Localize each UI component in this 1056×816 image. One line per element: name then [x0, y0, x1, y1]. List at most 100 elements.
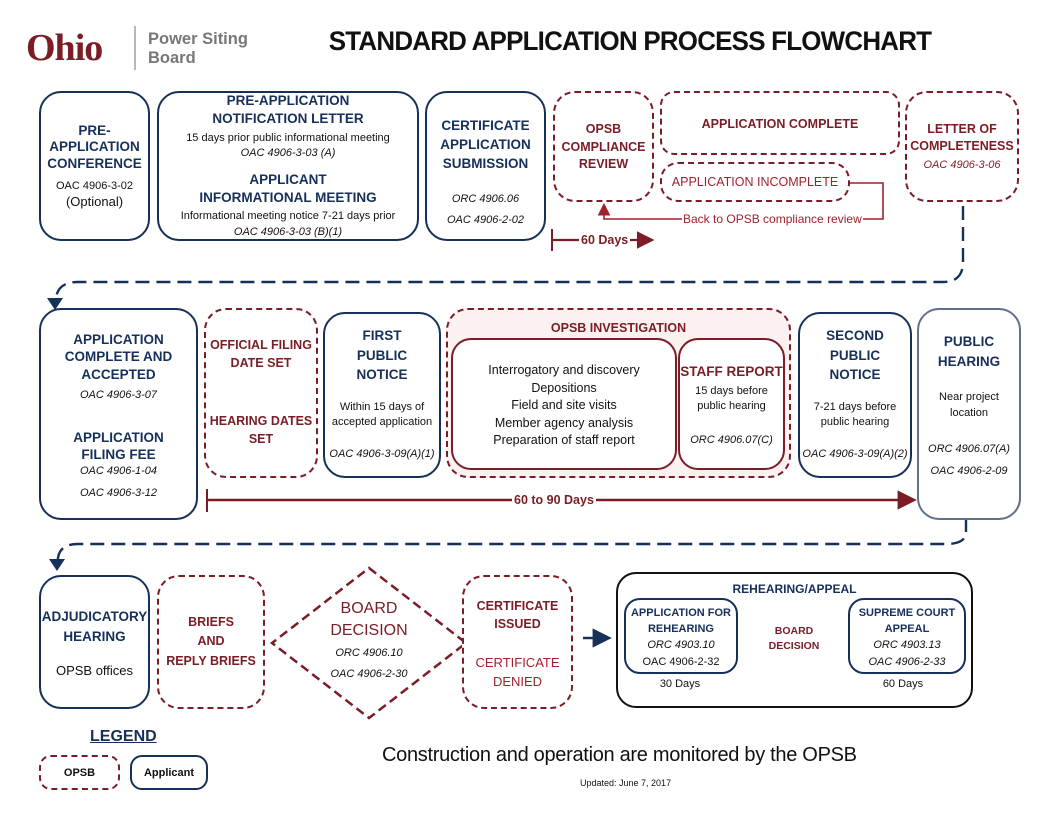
accepted-line3: ACCEPTED	[81, 366, 156, 382]
rehearing-board-line2: DECISION	[768, 640, 820, 653]
staff-report-title: STAFF REPORT	[680, 364, 783, 379]
pre-app-conf-line3: CONFERENCE	[47, 155, 142, 171]
board-decision-line2: DECISION	[330, 621, 408, 639]
compliance-line2: COMPLIANCE	[561, 139, 646, 154]
supreme-line1: SUPREME COURT	[858, 607, 956, 619]
board-decision-line1: BOARD	[340, 600, 398, 617]
app-rehearing-line2: REHEARING	[647, 622, 714, 635]
staff-report-code: ORC 4906.07(C)	[690, 434, 773, 446]
certificate-submission-box: CERTIFICATE APPLICATION SUBMISSION ORC 4…	[425, 91, 546, 241]
certificate-box: CERTIFICATE ISSUED CERTIFICATE DENIED	[462, 575, 573, 709]
certificate-issued-line2: ISSUED	[494, 617, 541, 632]
second-notice-note2: public hearing	[820, 416, 890, 429]
accepted-code1: OAC 4906-3-07	[79, 389, 158, 401]
letter-of-completeness-box: LETTER OF COMPLETENESS OAC 4906-3-06	[905, 91, 1019, 202]
second-notice-note1: 7-21 days before	[813, 401, 897, 413]
legend-opsb-box: OPSB	[39, 755, 120, 790]
rehearing-board-decision: BOARD DECISION	[754, 624, 834, 654]
legend-applicant-label: Applicant	[143, 767, 195, 779]
notification-line2: NOTIFICATION LETTER	[212, 111, 364, 127]
letter-line1: LETTER OF	[927, 122, 997, 136]
hearing-dates-line2: SET	[248, 432, 274, 447]
days60to90-label: 60 to 90 Days	[512, 493, 596, 507]
accepted-line2: COMPLETE AND	[64, 349, 173, 365]
adjudicatory-line2: HEARING	[63, 628, 126, 644]
app-rehearing-code2: OAC 4906-2-32	[642, 656, 720, 668]
pre-app-conf-code: OAC 4906-3-02	[55, 180, 134, 192]
application-for-rehearing-box: APPLICATION FOR REHEARING ORC 4903.10 OA…	[624, 598, 738, 674]
investigation-title: OPSB INVESTIGATION	[550, 321, 687, 335]
briefs-box: BRIEFS AND REPLY BRIEFS	[157, 575, 265, 709]
notification-code2: OAC 4906-3-03 (B)(1)	[233, 226, 343, 238]
second-notice-line2: PUBLIC	[829, 347, 881, 363]
public-hearing-code2: OAC 4906-2-09	[930, 465, 1008, 477]
board-decision: BOARD DECISION ORC 4906.10 OAC 4906-2-30	[292, 598, 446, 681]
briefs-line3: REPLY BRIEFS	[166, 653, 256, 668]
public-hearing-line2: HEARING	[937, 353, 1001, 369]
staff-report-box: STAFF REPORT 15 days before public heari…	[678, 338, 785, 470]
legend-opsb-label: OPSB	[63, 767, 96, 779]
days30-label: 30 Days	[659, 678, 701, 690]
investigation-item-5: Preparation of staff report	[493, 433, 635, 447]
second-notice-code: OAC 4906-3-09(A)(2)	[802, 448, 908, 460]
supreme-court-appeal-box: SUPREME COURT APPEAL ORC 4903.13 OAC 490…	[848, 598, 966, 674]
staff-report-note2: public hearing	[697, 399, 766, 412]
public-hearing-note2: location	[950, 406, 988, 419]
days60-label: 60 Days	[579, 233, 631, 247]
filing-line1: OFFICIAL FILING	[210, 338, 312, 352]
application-incomplete-label: APPLICATION INCOMPLETE	[671, 175, 839, 189]
letter-code: OAC 4906-3-06	[923, 159, 1001, 171]
notification-note2: Informational meeting notice 7-21 days p…	[180, 210, 396, 222]
ohio-logo-text: Ohio	[26, 27, 103, 69]
briefs-line2: AND	[197, 634, 225, 649]
supreme-line2: APPEAL	[884, 622, 930, 635]
investigation-item-2: Depositions	[531, 380, 597, 395]
row2-row3-connector	[55, 518, 968, 565]
application-complete-box: APPLICATION COMPLETE	[660, 91, 900, 155]
days60b-label: 60 Days	[882, 678, 924, 690]
filing-fee-line1: APPLICATION	[73, 430, 164, 445]
back-loop-arrow	[597, 182, 884, 220]
adjudicatory-line1: ADJUDICATORY	[41, 609, 148, 624]
monitor-note: Construction and operation are monitored…	[382, 744, 857, 766]
certificate-denied-line2: DENIED	[492, 673, 543, 689]
adjudicatory-note: OPSB offices	[55, 663, 134, 678]
letter-line2: COMPLETENESS	[910, 139, 1014, 154]
staff-report-note1: 15 days before	[695, 385, 768, 397]
board-decision-diamond	[269, 566, 469, 720]
first-notice-line2: PUBLIC	[356, 347, 408, 363]
back-to-review-label: Back to OPSB compliance review	[682, 212, 863, 226]
filing-date-box: OFFICIAL FILING DATE SET HEARING DATES S…	[204, 308, 318, 478]
hearing-dates-line1: HEARING DATES	[209, 414, 313, 428]
legend-applicant-box: Applicant	[130, 755, 208, 790]
notification-letter-box: PRE-APPLICATION NOTIFICATION LETTER 15 d…	[157, 91, 419, 241]
filing-fee-line2: FILING FEE	[81, 447, 156, 463]
app-rehearing-line1: APPLICATION FOR	[630, 607, 731, 619]
pre-app-conf-line1: PRE-	[78, 123, 111, 138]
pre-app-conf-line2: APPLICATION	[49, 139, 140, 155]
investigation-items-box: Interrogatory and discovery Depositions …	[451, 338, 677, 470]
cert-sub-code2: OAC 4906-2-02	[446, 214, 525, 226]
notification-code1: OAC 4906-3-03 (A)	[240, 147, 336, 159]
application-complete-label: APPLICATION COMPLETE	[701, 117, 859, 131]
cert-sub-line3: SUBMISSION	[442, 155, 529, 171]
public-hearing-line1: PUBLIC	[943, 334, 995, 349]
rehearing-board-line1: BOARD	[774, 625, 814, 637]
accepted-line1: APPLICATION	[73, 332, 164, 347]
accepted-code3: OAC 4906-3-12	[79, 487, 158, 499]
notification-line4: INFORMATIONAL MEETING	[199, 190, 377, 206]
legend-title: LEGEND	[90, 728, 157, 745]
app-rehearing-code1: ORC 4903.10	[647, 639, 715, 651]
board-decision-code1: ORC 4906.10	[335, 647, 403, 660]
psb-logo-line2: Board	[148, 49, 196, 67]
adjudicatory-hearing-box: ADJUDICATORY HEARING OPSB offices	[39, 575, 150, 709]
page-title: STANDARD APPLICATION PROCESS FLOWCHART	[328, 26, 932, 56]
investigation-item-1: Interrogatory and discovery	[488, 363, 640, 377]
psb-logo-text: Power Siting Board	[148, 30, 248, 68]
second-public-notice-box: SECOND PUBLIC NOTICE 7-21 days before pu…	[798, 312, 912, 478]
compliance-line1: OPSB	[585, 122, 622, 136]
board-decision-code2: OAC 4906-2-30	[330, 667, 408, 680]
cert-sub-line1: CERTIFICATE	[441, 118, 530, 133]
investigation-item-3: Field and site visits	[511, 398, 617, 412]
first-notice-note2: accepted application	[331, 415, 433, 428]
